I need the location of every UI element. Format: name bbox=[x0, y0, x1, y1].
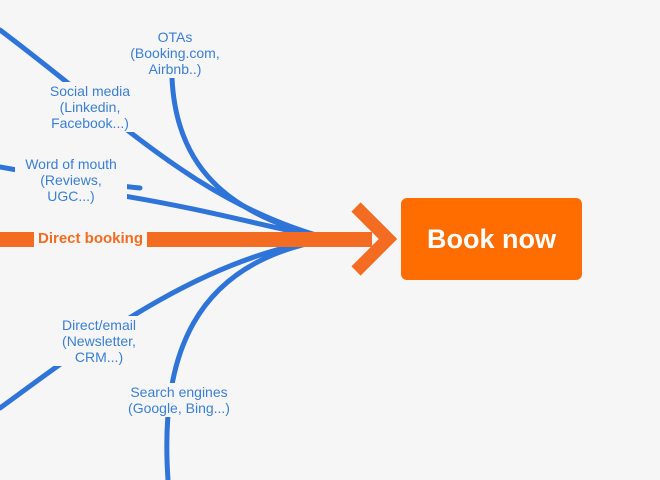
flow-line-search-engines bbox=[164, 236, 333, 480]
flow-line-direct-email bbox=[0, 236, 333, 411]
direct-booking-label: Direct booking bbox=[34, 229, 148, 249]
channel-label-social-media: Social media (Linkedin, Facebook...) bbox=[40, 82, 140, 132]
book-now-button[interactable]: Book now bbox=[401, 198, 582, 280]
channel-label-direct-email: Direct/email (Newsletter, CRM...) bbox=[54, 316, 144, 366]
channel-label-word-of-mouth: Word of mouth (Reviews, UGC...) bbox=[15, 155, 127, 205]
arrow-head bbox=[351, 202, 398, 276]
flow-line-social-media bbox=[0, 27, 333, 242]
flow-line-otas bbox=[169, 75, 333, 242]
channel-label-otas: OTAs (Booking.com, Airbnb..) bbox=[124, 28, 226, 78]
channel-label-search-engines: Search engines (Google, Bing...) bbox=[122, 383, 236, 417]
